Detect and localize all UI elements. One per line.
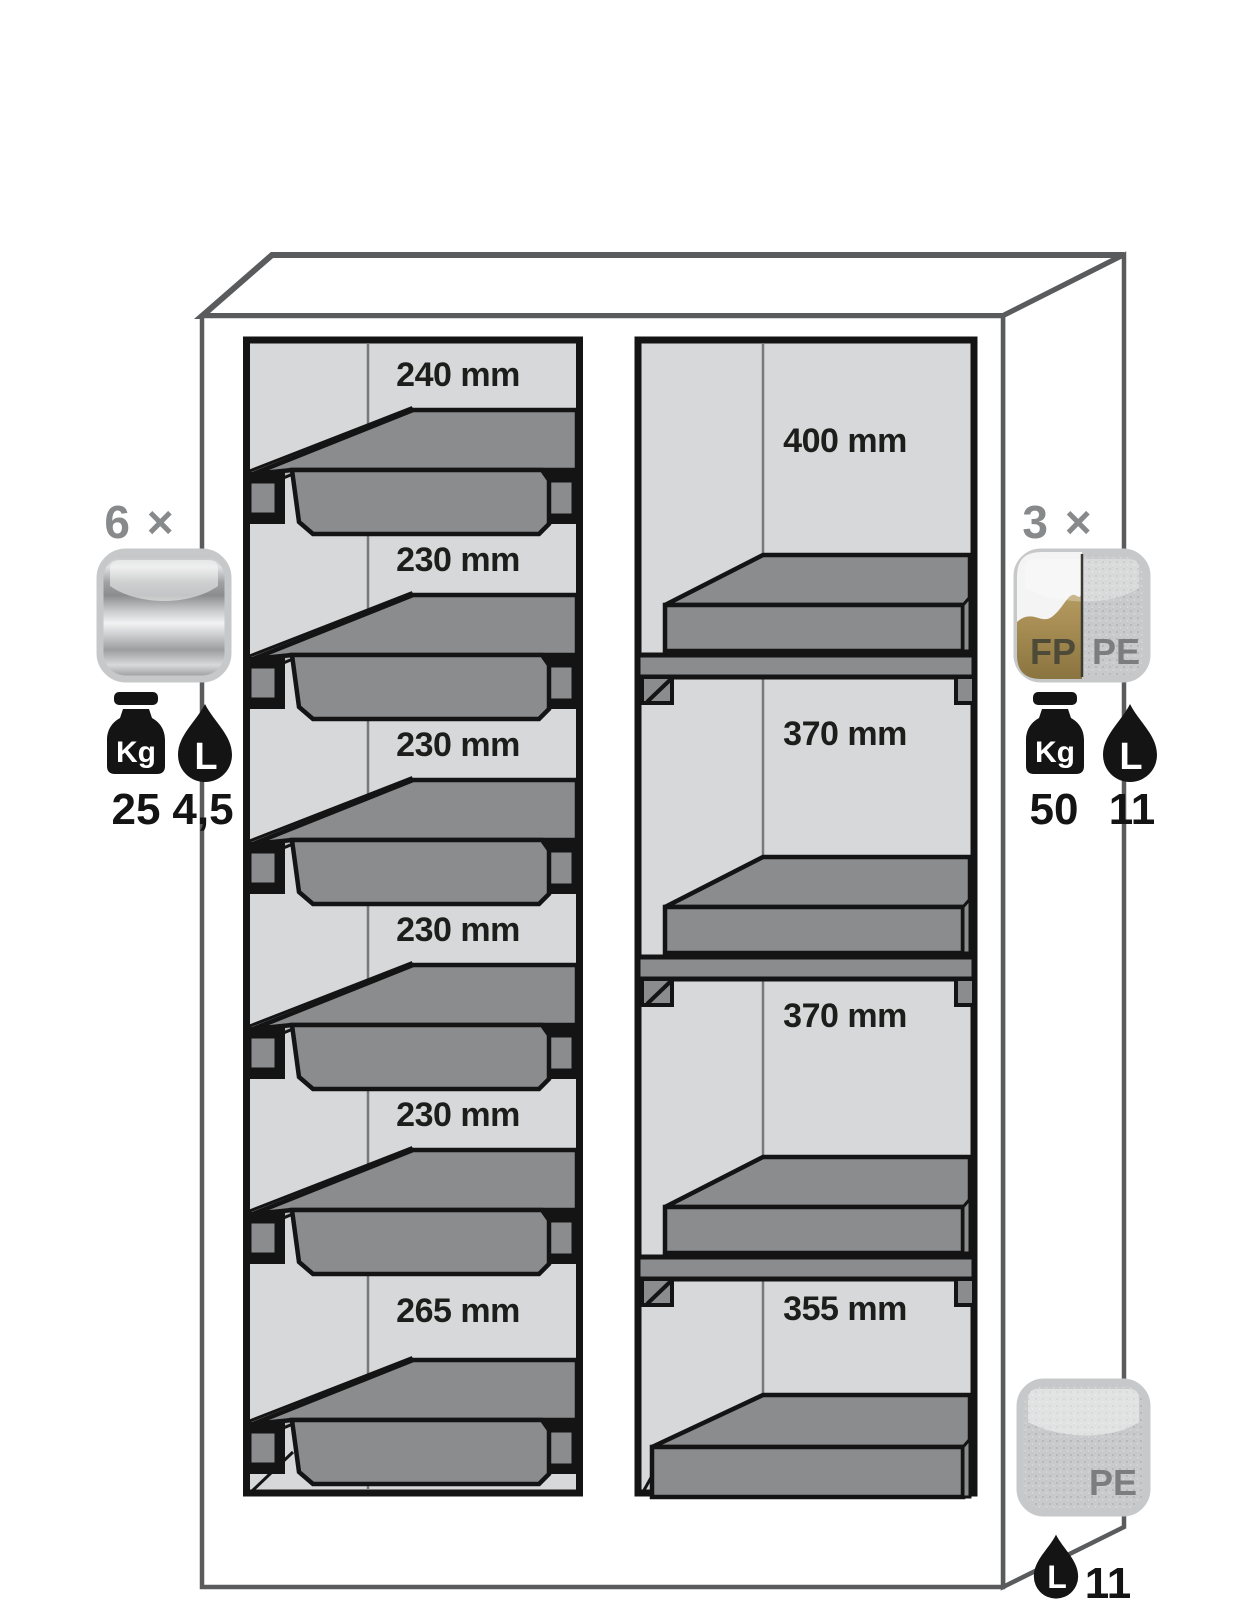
sump-volume-value: 11 — [1085, 1559, 1132, 1608]
sump-volume-value: 11 — [1109, 785, 1156, 834]
sump-volume-icon: L — [1103, 704, 1157, 782]
bottom-sump-annotation: PE L 11 — [1016, 1378, 1151, 1608]
drawer-count-label: 6 × — [104, 496, 175, 548]
drawer-spacing-label: 230 mm — [396, 726, 520, 764]
shelf-spacing-label: 370 mm — [783, 715, 907, 753]
drawer-spacing-label: 230 mm — [396, 541, 520, 579]
shelf-spacing-label: 400 mm — [783, 422, 907, 460]
weight-capacity-value: 50 — [1030, 785, 1079, 834]
shelf-column: 400 mm 370 mm 370 mm 355 mm — [634, 336, 978, 1497]
drawer-column: 240 mm 230 mm 230 mm 230 mm 230 mm 265 m… — [243, 336, 583, 1497]
pe-material-icon: PE — [1016, 1378, 1151, 1517]
stainless-steel-icon — [96, 548, 232, 683]
shelf-spacing-label: 370 mm — [783, 997, 907, 1035]
liter-unit-label: L — [194, 736, 217, 778]
left-equipment-annotation: 6 × Kg 25 L 4,5 — [96, 496, 234, 834]
cabinet-top-face — [193, 252, 1126, 319]
drawer-spacing-label: 230 mm — [396, 1096, 520, 1134]
weight-capacity-icon: Kg — [107, 692, 165, 774]
liter-unit-label: L — [1047, 1559, 1067, 1595]
kg-unit-label: Kg — [1035, 736, 1075, 769]
fp-material-label: FP — [1030, 631, 1076, 672]
drawer-spacing-label: 265 mm — [396, 1292, 520, 1330]
sump-volume-icon: L — [178, 704, 232, 782]
kg-unit-label: Kg — [116, 736, 156, 769]
shelf-spacing-label: 355 mm — [783, 1290, 907, 1328]
sump-volume-value: 4,5 — [172, 785, 233, 834]
sump-volume-icon: L — [1033, 1534, 1079, 1599]
right-equipment-annotation: 3 × FP PE Kg 50 L 11 — [1013, 496, 1157, 834]
weight-capacity-value: 25 — [112, 785, 161, 834]
pe-material-label: PE — [1092, 631, 1140, 672]
shelf-count-label: 3 × — [1022, 496, 1093, 548]
fp-pe-material-icon: FP PE — [1013, 548, 1151, 683]
liter-unit-label: L — [1119, 736, 1142, 778]
pe-material-label: PE — [1089, 1462, 1137, 1503]
weight-capacity-icon: Kg — [1026, 692, 1084, 774]
drawer-spacing-label: 240 mm — [396, 356, 520, 394]
drawer-spacing-label: 230 mm — [396, 911, 520, 949]
